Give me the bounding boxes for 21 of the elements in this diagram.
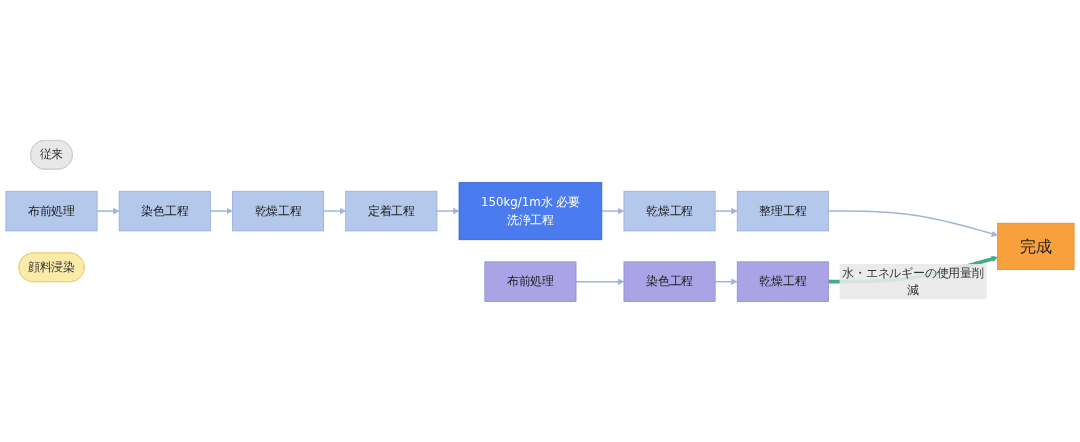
node-box: 染色工程 bbox=[118, 190, 211, 232]
arrow bbox=[209, 207, 233, 215]
node-box: 定着工程 bbox=[345, 190, 438, 232]
arrow bbox=[714, 278, 738, 285]
arrow bbox=[601, 207, 625, 215]
arrow bbox=[322, 207, 346, 215]
arrow bbox=[575, 278, 625, 285]
arrow bbox=[436, 207, 460, 215]
node-box: 整理工程 bbox=[736, 190, 829, 232]
node-box: 乾燥工程 bbox=[736, 261, 829, 302]
node-box: 乾燥工程 bbox=[232, 190, 325, 232]
arrow bbox=[714, 207, 738, 215]
edge-label: 水・エネルギーの使用量削減 bbox=[842, 265, 984, 298]
node-box: 乾燥工程 bbox=[623, 190, 716, 232]
node-box: 150kg/1m水 必要 洗浄工程 bbox=[458, 182, 603, 241]
node-box: 染色工程 bbox=[623, 261, 716, 302]
node-box: 完成 bbox=[997, 222, 1075, 270]
arrow bbox=[96, 207, 120, 215]
node-box: 布前処理 bbox=[5, 190, 98, 232]
arrow bbox=[827, 210, 998, 237]
node-box: 布前処理 bbox=[484, 261, 577, 302]
